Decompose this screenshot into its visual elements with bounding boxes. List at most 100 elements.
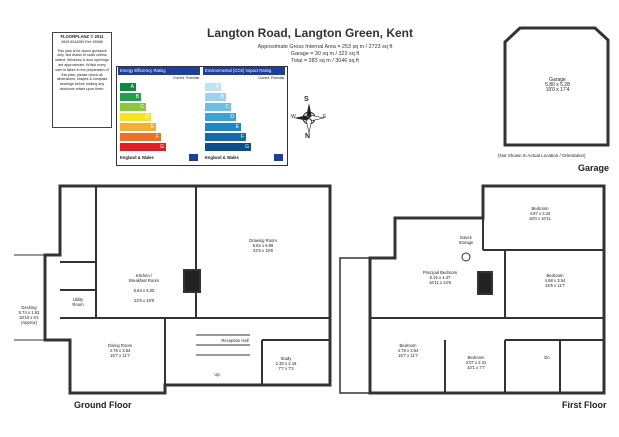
room-metric: 6.84 x 6.00 (133, 288, 155, 293)
compass-north-label: N (305, 133, 311, 140)
room-imperial: 15'7 x 11'7 (110, 353, 130, 358)
garage-room-label: Garage 5.80 x 5.28 19'0 x 17'4 (530, 78, 585, 93)
room-name: Utility Room (72, 297, 84, 307)
room-imperial: 15'7 x 11'7 (398, 353, 418, 358)
co2-bar-c: C (205, 103, 231, 111)
room-metric: 4.87 x 3.34 (529, 211, 551, 216)
garage-metric: 5.80 x 5.28 (545, 82, 570, 88)
brand-text: FLOORPLANZ © 2011 (60, 34, 104, 39)
room-name: Bedroom (531, 206, 549, 211)
co2-bar-b: B (205, 93, 226, 101)
room-imperial: 22'5 x 19'8 (253, 248, 273, 253)
room-label-kitchen: Kitchen / Breakfast Room 6.84 x 6.00 22'… (112, 268, 176, 308)
room-name: Dining Room (107, 343, 133, 348)
energy-ratings-panel: Energy Efficiency Rating Current Potenti… (116, 66, 288, 166)
reference-text: 0845 6344080 Ref: 89088 (61, 39, 103, 44)
room-imperial: 16'11 x 14'8 (428, 280, 451, 285)
co2-bar-f: F (205, 133, 246, 141)
room-label-reception-hall: Reception Hall (205, 338, 265, 343)
co2-footer: England & Wales (205, 155, 239, 160)
room-metric: 3.07 x 2.31 (465, 360, 487, 365)
area-line-3: Total = 283 sq m / 3046 sq ft (291, 58, 359, 64)
room-label-bedroom-2: Bedroom 4.68 x 3.54 15'5 x 11'7 (525, 273, 585, 288)
co2-bar-d: D (205, 113, 236, 121)
room-name: Drawing Room (249, 238, 277, 243)
room-label-decking: Decking 5.74 x 1.83 18'10 x 6'1 (Approx) (12, 305, 46, 325)
co2-bar-g: G (205, 143, 251, 151)
disclaimer-box: FLOORPLANZ © 2011 0845 6344080 Ref: 8908… (52, 32, 112, 128)
co2-current-col-label: Current (258, 76, 270, 80)
room-label-bedroom-3: Bedroom 4.78 x 3.54 15'7 x 11'7 (378, 343, 438, 358)
room-label-bedroom-4: Bedroom 3.07 x 2.31 10'1 x 7'7 (450, 355, 502, 370)
room-name: Kitchen / Breakfast Room (128, 273, 160, 283)
eu-flag-icon (189, 154, 198, 161)
area-line-1: Approximate Gross Internal Area = 253 sq… (257, 44, 393, 50)
first-floor-label: First Floor (562, 400, 607, 410)
energy-bar-g: G (120, 143, 166, 151)
room-label-principal-bedroom: Principal Bedroom 5.15 x 4.47 16'11 x 14… (405, 270, 475, 285)
decking-outline (14, 254, 46, 341)
area-line-2: Garage = 30 sq m / 323 sq ft (290, 51, 360, 57)
room-label-dining: Dining Room 4.78 x 3.54 15'7 x 11'7 (90, 343, 150, 358)
room-label-eaves-storage: Eaves Storage (448, 230, 484, 250)
co2-bar-a: A (205, 83, 221, 91)
room-name: Bedroom (467, 355, 485, 360)
compass-west-label: W (291, 114, 296, 120)
compass-east-label: E (323, 114, 327, 120)
room-imperial: 18'10 x 6'1 (19, 315, 39, 320)
stairs-up-label: Up (214, 372, 220, 377)
energy-bar-c: C (120, 103, 146, 111)
ground-floor-label: Ground Floor (74, 400, 132, 410)
room-label-bedroom-1: Bedroom 4.87 x 3.34 16'0 x 10'11 (510, 206, 570, 221)
room-label-drawing-room: Drawing Room 6.82 x 5.99 22'5 x 19'8 (228, 238, 298, 253)
room-imperial: 10'1 x 7'7 (467, 365, 485, 370)
page-title: Langton Road, Langton Green, Kent (207, 26, 413, 40)
energy-bar-e: E (120, 123, 156, 131)
garage-label: Garage (578, 163, 610, 173)
room-name: Decking (21, 305, 37, 310)
first-floor-outline (339, 184, 606, 395)
energy-bar-a: A (120, 83, 136, 91)
room-imperial: 15'5 x 11'7 (545, 283, 565, 288)
room-metric: 2.30 x 2.18 (275, 361, 297, 366)
room-name: Reception Hall (221, 338, 249, 343)
room-metric: 4.78 x 3.54 (109, 348, 131, 353)
room-label-study: Study 2.30 x 2.18 7'7 x 7'2 (266, 356, 306, 371)
room-imperial: 7'7 x 7'2 (278, 366, 294, 371)
garage-imperial: 19'0 x 17'4 (545, 87, 570, 93)
room-name: Eaves Storage (458, 235, 474, 245)
room-name: Bedroom (399, 343, 417, 348)
potential-col-label: Potential (186, 76, 200, 80)
stairs-down-label: Dn (544, 355, 550, 360)
co2-impact-panel: Environmental (CO2) Impact Rating Curren… (203, 67, 285, 163)
co2-bar-e: E (205, 123, 241, 131)
garage-outline (503, 26, 610, 147)
room-name: Principal Bedroom (422, 270, 458, 275)
energy-bar-b: B (120, 93, 141, 101)
room-imperial: 16'0 x 10'11 (528, 216, 551, 221)
energy-bar-f: F (120, 133, 161, 141)
room-imperial: 22'5 x 19'8 (134, 298, 154, 303)
room-extra: (Approx) (20, 320, 38, 325)
room-metric: 6.82 x 5.99 (252, 243, 274, 248)
co2-heading: Environmental (CO2) Impact Rating (203, 67, 285, 75)
room-metric: 5.15 x 4.47 (429, 275, 451, 280)
energy-efficiency-panel: Energy Efficiency Rating Current Potenti… (118, 67, 200, 163)
energy-bar-d: D (120, 113, 151, 121)
room-name: Study (280, 356, 292, 361)
garage-name: Garage (549, 77, 566, 83)
ground-floor-internal-walls (60, 186, 330, 385)
garage-orientation-note: (Not Shown In Actual Location / Orientat… (498, 153, 586, 158)
first-floor-internal-walls (370, 218, 604, 393)
room-metric: 5.74 x 1.83 (18, 310, 40, 315)
room-metric: 4.78 x 3.54 (397, 348, 419, 353)
energy-footer: England & Wales (120, 155, 154, 160)
current-col-label: Current (173, 76, 185, 80)
room-metric: 4.68 x 3.54 (544, 278, 566, 283)
eu-flag-icon (274, 154, 283, 161)
compass-south-label: S (304, 96, 309, 103)
co2-potential-col-label: Potential (271, 76, 285, 80)
disclaimer-text: This plan is for layout guidance only. N… (55, 48, 109, 91)
energy-heading: Energy Efficiency Rating (118, 67, 200, 75)
